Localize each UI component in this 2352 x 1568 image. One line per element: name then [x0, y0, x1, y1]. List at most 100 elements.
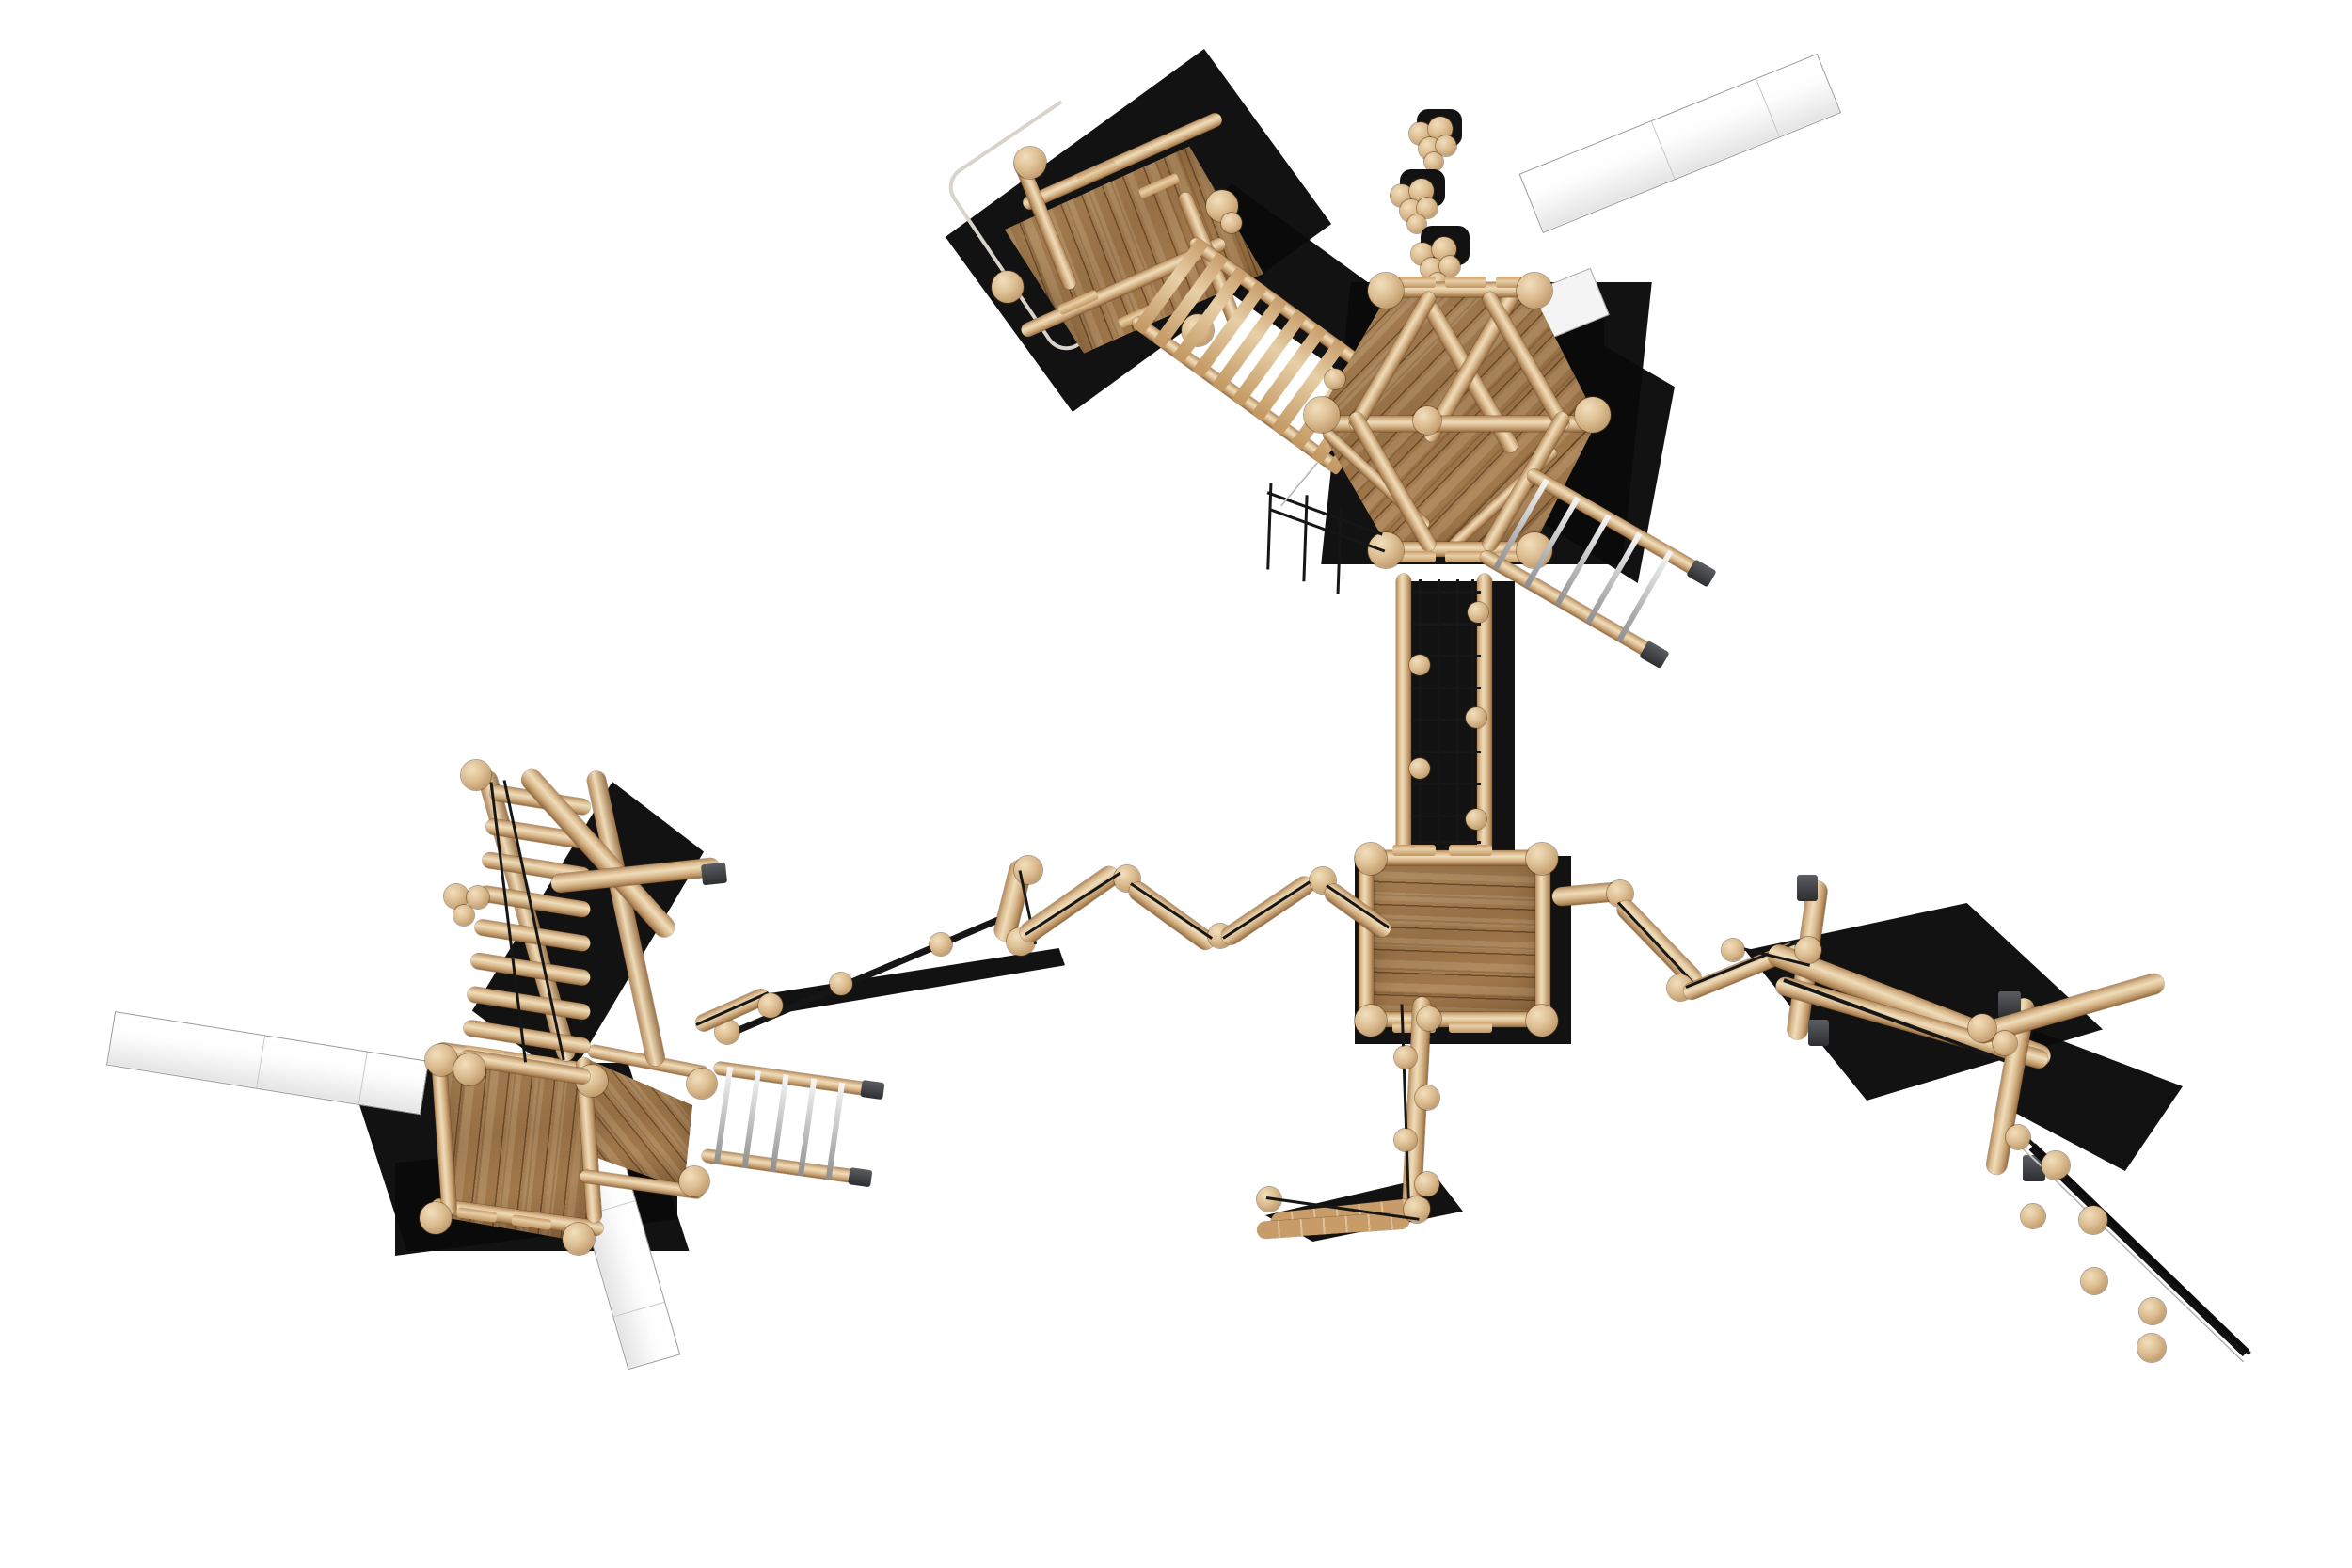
climb-net-horiz [1411, 815, 1481, 817]
north-annex-post-nw [1014, 147, 1046, 179]
climb-net-horiz [1411, 591, 1481, 594]
hex-post-w [1304, 397, 1340, 433]
west-post-wing-ne [687, 1069, 717, 1099]
west-post-se [563, 1223, 595, 1255]
climb-net-horiz [1411, 623, 1481, 626]
ladder-rung[interactable] [741, 1070, 761, 1168]
zigzag-cable-2 [1025, 871, 1121, 936]
zigzag-cable-4 [1222, 880, 1311, 940]
climb-net-vert [1456, 579, 1459, 850]
stepping-post[interactable] [2081, 1268, 2107, 1294]
ladder-west-cluster-post[interactable] [444, 884, 469, 909]
south-beam-node[interactable] [1415, 1085, 1439, 1110]
slide-west-a[interactable] [106, 1011, 430, 1116]
stepping-post[interactable] [2042, 1151, 2070, 1180]
ladder-west-top-post [461, 760, 491, 790]
mid-post-sw [1355, 1005, 1387, 1037]
south-beam-node[interactable] [1417, 1006, 1441, 1031]
stepping-post[interactable] [1424, 152, 1443, 171]
ladder-west-rung[interactable] [466, 985, 592, 1022]
mid-platform[interactable] [1355, 843, 1571, 1037]
stepping-post[interactable] [2137, 1334, 2166, 1362]
ladder-rung[interactable] [770, 1074, 789, 1173]
hex-rail-slat [1394, 551, 1436, 562]
east-beam-node[interactable] [1795, 937, 1821, 963]
hex-post-e [1575, 397, 1611, 433]
stepping-post[interactable] [1417, 198, 1438, 218]
climb-grab-post[interactable] [1466, 809, 1486, 830]
hex-rail-slat [1445, 551, 1486, 562]
zigzag-cable-3 [1130, 882, 1214, 940]
stepping-post[interactable] [1436, 135, 1456, 156]
west-tower[interactable] [414, 1035, 809, 1298]
zigzag-node[interactable] [1014, 856, 1042, 884]
climb-net-horiz [1411, 783, 1481, 785]
ladder-rung[interactable] [825, 1082, 846, 1180]
north-annex-post-mid [1221, 213, 1242, 233]
mid-platform-deck[interactable] [1370, 860, 1539, 1018]
east-beam-cap [1797, 875, 1818, 901]
stepping-post[interactable] [1407, 214, 1426, 233]
mid-rail-left [1359, 854, 1374, 1025]
west-connector-node[interactable] [758, 993, 783, 1018]
stepping-post[interactable] [2006, 1125, 2030, 1149]
stepping-post[interactable] [2079, 1206, 2107, 1234]
stepping-post[interactable] [2139, 1298, 2166, 1324]
climb-grab-post[interactable] [1466, 707, 1486, 728]
mid-slat [1449, 1022, 1492, 1033]
east-beam-node[interactable] [1968, 1014, 1996, 1042]
stepping-posts-east[interactable] [2006, 1110, 2352, 1420]
ladder-west-cluster-post[interactable] [453, 905, 474, 926]
south-beam-node[interactable] [1415, 1172, 1439, 1196]
vertical-climb-bridge[interactable] [1383, 574, 1524, 865]
east-beam-node[interactable] [1722, 939, 1744, 961]
hex-rail-slat [1445, 277, 1486, 288]
stepping-post[interactable] [2021, 1204, 2045, 1228]
zigzag-beam-bridge[interactable] [715, 837, 1395, 1053]
ladder-cap-a [860, 1080, 885, 1101]
climb-net-horiz [1411, 719, 1481, 721]
climb-net-horiz [1411, 655, 1481, 657]
mid-slat [1449, 845, 1492, 856]
west-post-wing-se [679, 1166, 709, 1196]
climb-net-horiz [1411, 687, 1481, 689]
climb-bridge-rail-left [1396, 574, 1411, 856]
climb-frame-bar [1336, 507, 1343, 594]
climb-grab-post[interactable] [1468, 602, 1488, 623]
stepping-posts-north[interactable] [1383, 94, 1571, 310]
south-beam[interactable] [1256, 996, 1534, 1279]
slide-seam [1756, 78, 1780, 137]
south-beam-node[interactable] [1394, 1129, 1417, 1151]
mid-slat [1392, 845, 1436, 856]
climb-frame-bar [1302, 495, 1309, 582]
ladder-west-cluster-post[interactable] [467, 886, 489, 909]
ladder-west[interactable] [444, 760, 734, 1085]
ladder-west-rung[interactable] [462, 1019, 592, 1055]
slide-seam [256, 1036, 266, 1088]
climb-grab-post[interactable] [1409, 758, 1430, 779]
hex-post-w-2 [1325, 369, 1345, 389]
slide-seam [1650, 120, 1676, 180]
slide-seam [358, 1052, 368, 1104]
hex-post-center [1413, 406, 1441, 435]
ladder-rung[interactable] [797, 1078, 818, 1177]
hex-post-sw [1368, 532, 1404, 568]
hex-brace-horiz [1323, 416, 1592, 432]
mid-rail-right [1535, 854, 1550, 1025]
hex-rail-slat [1394, 277, 1436, 288]
south-beam-node[interactable] [1394, 1046, 1417, 1069]
mid-post-ne [1526, 843, 1558, 875]
west-zigzag-connector[interactable] [692, 986, 809, 1053]
zigzag-node[interactable] [930, 933, 952, 956]
climb-grab-post[interactable] [1409, 655, 1430, 675]
hex-post-n [1368, 273, 1404, 309]
stepping-post[interactable] [1439, 256, 1460, 277]
west-post-sw [420, 1202, 452, 1234]
climb-net-vert [1438, 579, 1440, 850]
zigzag-node[interactable] [830, 973, 852, 995]
hex-post-ne [1517, 273, 1552, 309]
east-beam-node[interactable] [1993, 1031, 2017, 1055]
east-connector-beams[interactable] [1551, 875, 1835, 1044]
ladder-cap-b [848, 1167, 873, 1188]
